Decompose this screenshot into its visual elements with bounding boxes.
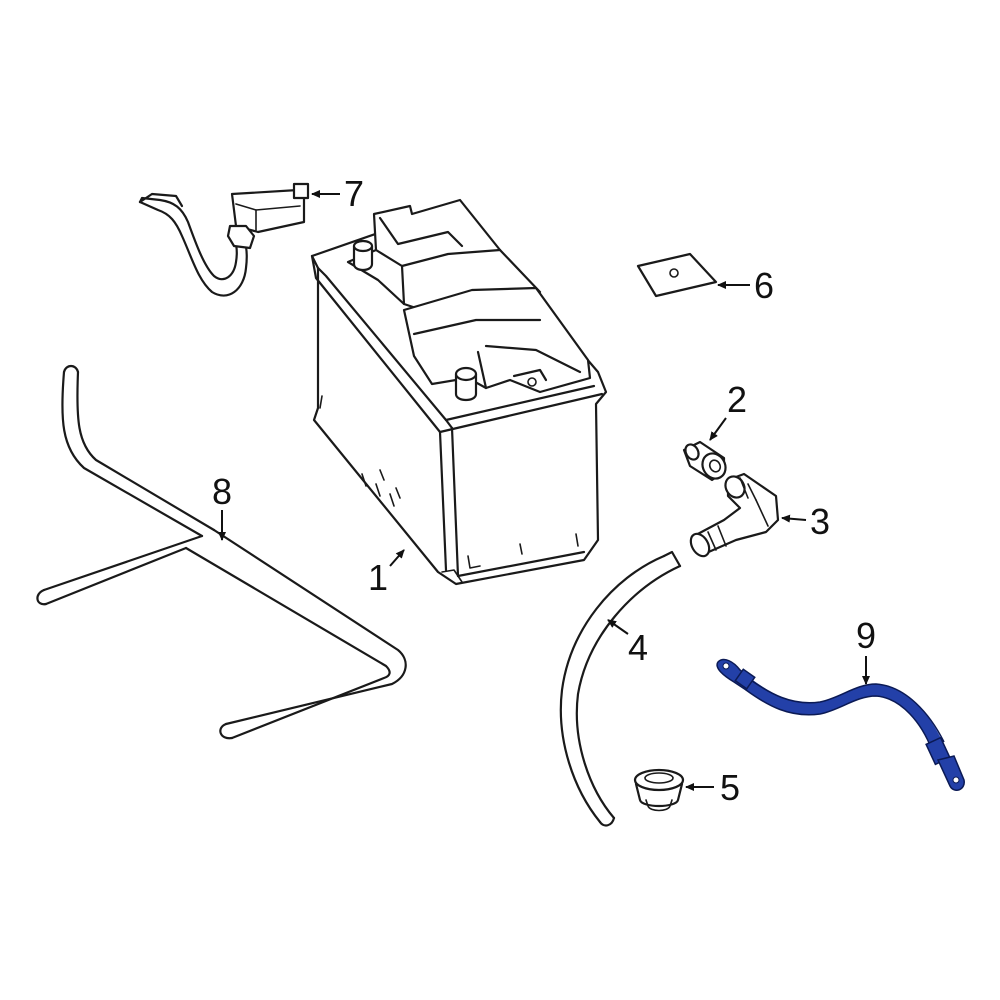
callout-label-3: 3 [810,501,830,542]
callout-4: 4 [607,619,648,668]
callout-label-2: 2 [727,379,747,420]
part-3-vent-elbow[interactable] [687,472,780,559]
callout-6: 6 [717,265,774,306]
callout-1: 1 [368,549,405,598]
callout-5: 5 [685,767,740,808]
part-4-vent-hose[interactable] [559,550,682,827]
callout-3: 3 [781,501,830,542]
callout-label-6: 6 [754,265,774,306]
part-1-battery[interactable] [310,198,608,586]
callout-label-4: 4 [628,627,648,668]
part-2-vent-plug[interactable] [682,440,730,483]
callout-label-7: 7 [344,173,364,214]
part-8-vent-tube[interactable] [36,364,407,740]
callout-label-8: 8 [212,471,232,512]
callout-label-1: 1 [368,557,388,598]
callout-label-5: 5 [720,767,740,808]
callout-2: 2 [709,379,747,441]
part-6-battery-pad[interactable] [636,252,718,298]
part-9-ground-cable[interactable] [716,658,965,791]
part-5-grommet[interactable] [633,768,685,812]
callout-label-9: 9 [856,615,876,656]
callout-9: 9 [856,615,876,685]
callout-7: 7 [311,173,364,214]
part-7-battery-sensor-harness[interactable] [138,182,310,297]
callout-8: 8 [212,471,232,541]
